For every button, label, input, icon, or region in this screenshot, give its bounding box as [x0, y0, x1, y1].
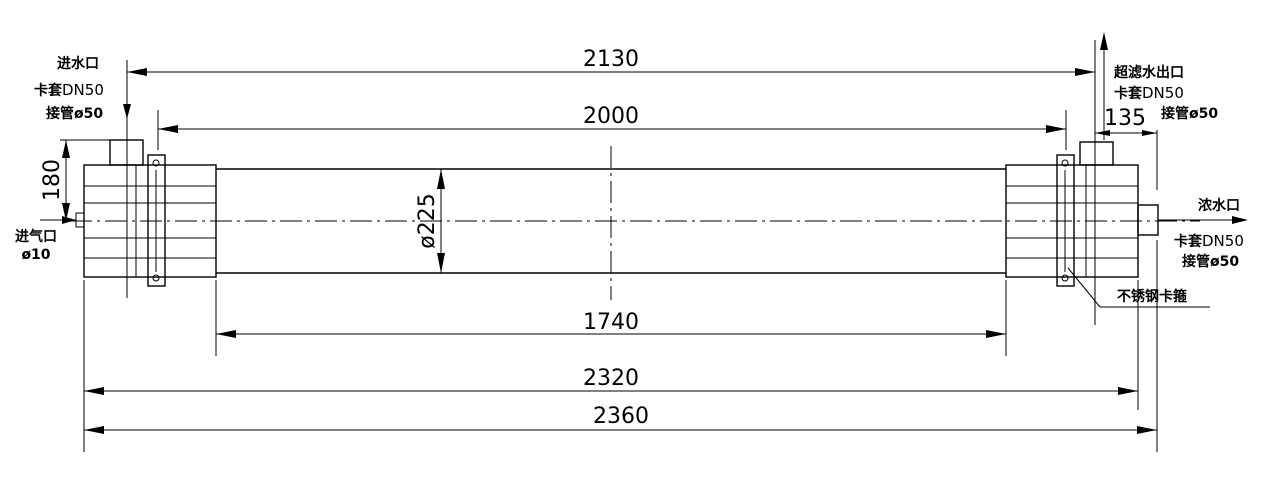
dim-2360: 2360 — [84, 404, 1157, 434]
dim-135: 135 — [1095, 106, 1157, 136]
uf-outlet-label: 超滤水出口 卡套DN50 接管ø50 — [1113, 64, 1218, 122]
dim-1740-label: 1740 — [583, 310, 639, 335]
concentrate-title: 浓水口 — [1198, 197, 1240, 214]
inlet-line2: 卡套DN50 — [34, 81, 104, 99]
dim-diameter: ø225 — [415, 169, 445, 273]
uf-outlet-line3: 接管ø50 — [1161, 105, 1218, 122]
concentrate-line2: 卡套DN50 — [1174, 232, 1244, 250]
air-inlet-size: ø10 — [21, 247, 50, 263]
uf-outlet-nozzle — [1079, 141, 1114, 166]
dim-2320: 2320 — [84, 366, 1138, 395]
dim-2130: 2130 — [127, 47, 1095, 76]
dim-180: 180 — [40, 140, 70, 221]
dim-2320-label: 2320 — [583, 366, 639, 391]
dim-2000-label: 2000 — [583, 104, 639, 129]
dim-1740: 1740 — [216, 310, 1006, 338]
uf-outlet-line2: 卡套DN50 — [1114, 84, 1184, 102]
concentrate-line3: 接管ø50 — [1182, 253, 1239, 270]
dim-135-label: 135 — [1104, 106, 1146, 131]
dim-2360-label: 2360 — [593, 404, 649, 429]
air-inlet-label: 进气口 ø10 — [15, 228, 57, 263]
inlet-arrow — [123, 90, 131, 119]
clamp-leader — [1067, 267, 1210, 308]
air-inlet-title: 进气口 — [15, 228, 57, 245]
concentrate-label: 浓水口 卡套DN50 接管ø50 — [1174, 197, 1244, 270]
dim-diameter-label: ø225 — [415, 193, 440, 248]
inlet-line3: 接管ø50 — [46, 105, 103, 122]
clamp-label: 不锈钢卡箍 — [1117, 288, 1187, 305]
centerlines — [70, 146, 1200, 300]
dim-2130-label: 2130 — [583, 47, 639, 72]
inlet-label: 进水口 卡套DN50 接管ø50 — [34, 55, 104, 122]
uf-outlet-title: 超滤水出口 — [1113, 64, 1184, 81]
dim-2000: 2000 — [158, 104, 1066, 133]
uf-outlet-arrow — [1100, 32, 1108, 140]
dim-180-label: 180 — [40, 159, 65, 201]
clamp-title: 不锈钢卡箍 — [1117, 288, 1187, 305]
concentrate-nozzle — [1137, 204, 1159, 236]
concentrate-arrow — [1158, 216, 1248, 224]
air-inlet-arrow — [40, 216, 76, 224]
inlet-title: 进水口 — [57, 55, 99, 72]
air-inlet-nozzle — [75, 212, 85, 228]
